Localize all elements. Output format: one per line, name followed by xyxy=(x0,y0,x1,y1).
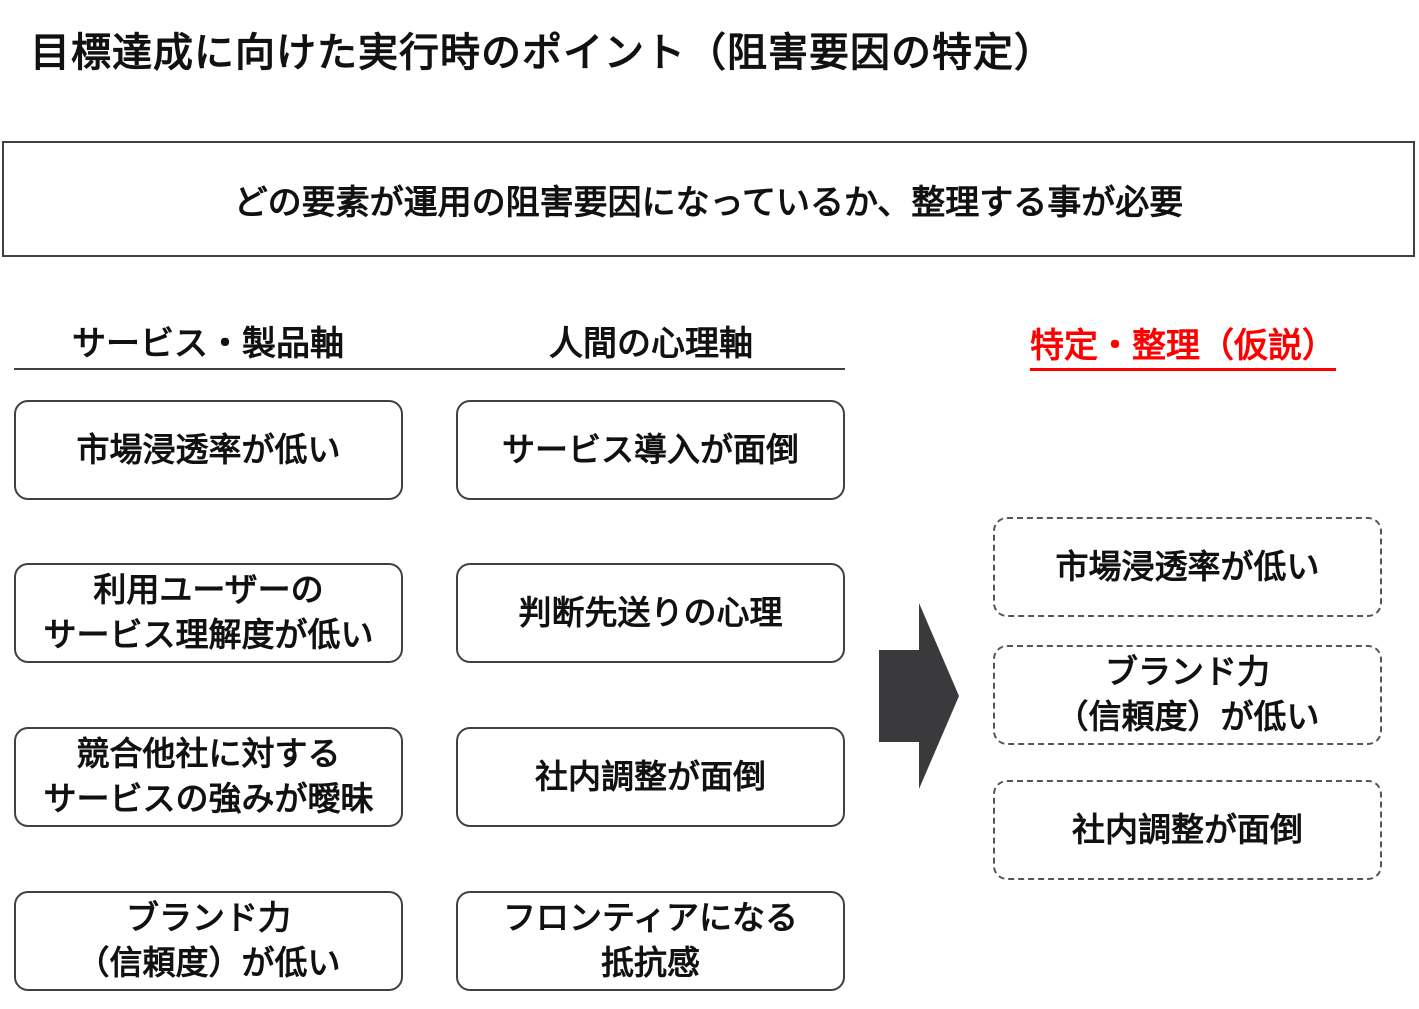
service-factor-box: 競合他社に対する サービスの強みが曖昧 xyxy=(14,727,403,827)
human-factor-box: 社内調整が面倒 xyxy=(456,727,845,827)
result-box: 社内調整が面倒 xyxy=(993,780,1382,880)
header-result: 特定・整理（仮説） xyxy=(1030,318,1336,371)
result-box: 市場浸透率が低い xyxy=(993,517,1382,617)
right-arrow-icon xyxy=(879,603,959,789)
header-divider xyxy=(14,368,845,370)
summary-box: どの要素が運用の阻害要因になっているか、整理する事が必要 xyxy=(2,141,1415,257)
service-factor-box: 市場浸透率が低い xyxy=(14,400,403,500)
header-service-axis: サービス・製品軸 xyxy=(72,324,344,364)
human-factor-box: 判断先送りの心理 xyxy=(456,563,845,663)
human-factor-box: サービス導入が面倒 xyxy=(456,400,845,500)
human-factor-box: フロンティアになる 抵抗感 xyxy=(456,891,845,991)
page-title: 目標達成に向けた実行時のポイント（阻害要因の特定） xyxy=(30,30,1055,76)
header-human-axis: 人間の心理軸 xyxy=(549,324,753,364)
service-factor-box: 利用ユーザーの サービス理解度が低い xyxy=(14,563,403,663)
service-factor-box: ブランド力 （信頼度）が低い xyxy=(14,891,403,991)
summary-text: どの要素が運用の阻害要因になっているか、整理する事が必要 xyxy=(233,182,1184,223)
result-box: ブランド力 （信頼度）が低い xyxy=(993,645,1382,745)
